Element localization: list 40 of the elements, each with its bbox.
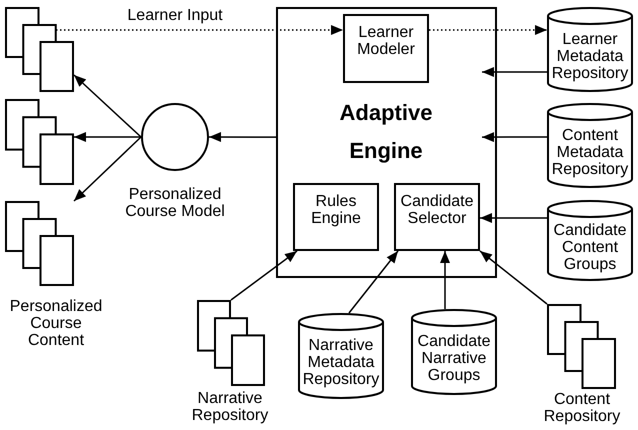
arrow [348,250,399,314]
database-cylinder [547,103,633,188]
node-label: Candidate Content Groups [552,222,628,272]
node-label: Narrative Metadata Repository [302,337,380,388]
node-label: Content Metadata Repository [550,126,630,178]
process-box [394,183,480,251]
arrow [74,132,141,142]
document-stack [5,99,74,185]
database-cylinder [411,309,497,395]
document-stack [5,7,74,92]
dotted-arrow [429,25,547,35]
arrow [73,136,142,202]
arrow [230,250,298,301]
arrow [209,132,276,142]
node-label: Learner Modeler [356,24,416,58]
document-stack [5,201,74,286]
arrow [480,250,548,305]
database-cylinder [547,200,633,281]
group-box [276,7,497,278]
group-title: Adaptive Engine [338,99,434,165]
document-stack [197,300,265,386]
arrow [482,132,547,142]
node-label: Rules Engine [310,193,362,227]
node-caption: Narrative Repository [190,390,270,424]
database-cylinder [298,313,384,399]
arrow [74,74,142,138]
node-label: Candidate Narrative Groups [416,333,492,384]
process-box [343,14,429,83]
arrow [482,67,547,77]
arrow [480,213,547,223]
node-caption: Personalized Course Content [8,298,104,349]
database-cylinder [547,7,633,92]
node-label: Learner Metadata Repository [550,30,630,82]
node-caption: Personalized Course Model [124,186,226,220]
circle-node [141,103,209,171]
node-label: Candidate Selector [400,193,474,227]
process-box [293,183,379,251]
document-stack [547,304,616,389]
arrow [440,251,450,309]
node-caption: Content Repository [542,391,622,425]
